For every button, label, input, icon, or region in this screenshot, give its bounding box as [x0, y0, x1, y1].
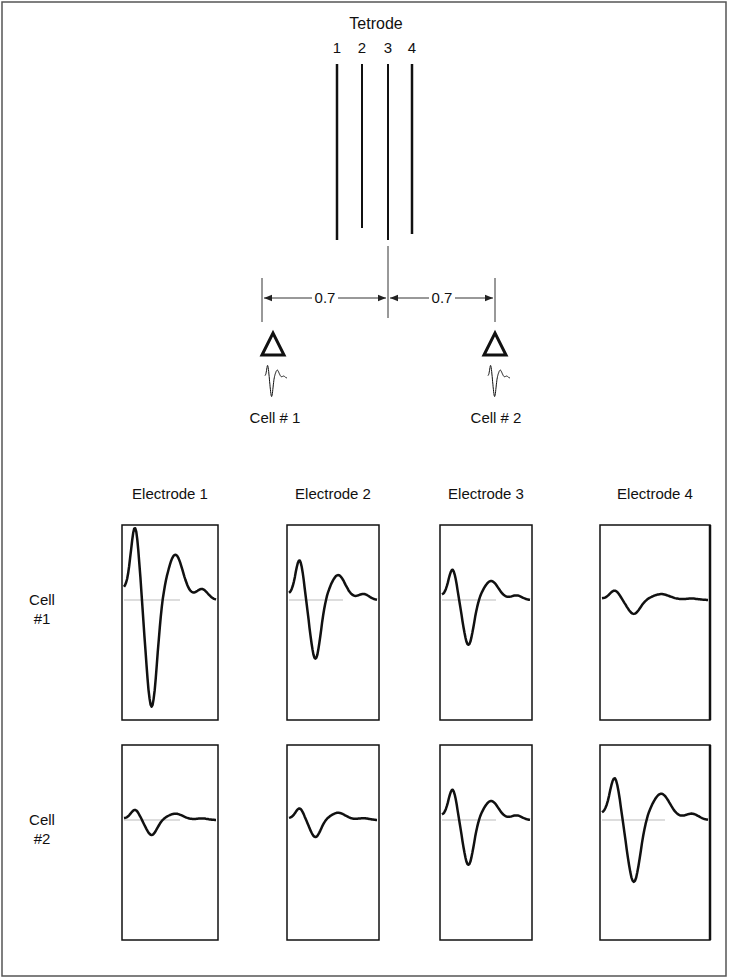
cell-label: Cell # 1 — [235, 409, 315, 428]
spike-trace — [265, 366, 287, 397]
dimension-label: 0.7 — [429, 289, 456, 308]
device-label: Tetrode — [326, 14, 426, 34]
row-label: Cell #1 — [20, 591, 64, 629]
waveform-boxes — [122, 525, 710, 940]
baseline — [124, 820, 180, 821]
spike-trace — [124, 810, 216, 835]
spike-trace — [289, 809, 377, 838]
spike-trace — [602, 591, 708, 614]
column-header: Electrode 3 — [446, 485, 526, 504]
wire-number: 2 — [352, 39, 372, 58]
spike-trace — [442, 790, 530, 865]
spike-trace — [442, 570, 530, 645]
spike-trace — [124, 528, 216, 707]
spike-trace — [602, 778, 708, 882]
cell-triangles — [262, 333, 506, 355]
spike-trace — [289, 561, 377, 659]
column-header: Electrode 1 — [130, 485, 210, 504]
baseline — [602, 820, 665, 821]
wire-number: 1 — [327, 39, 347, 58]
tetrode-wires — [337, 64, 412, 240]
box-edge-thick — [709, 525, 712, 940]
baseline — [124, 600, 180, 601]
wire-number: 4 — [402, 39, 422, 58]
row-label: Cell #2 — [20, 811, 64, 849]
baseline — [442, 600, 496, 601]
spike-trace — [488, 366, 510, 397]
dimension-lines — [262, 246, 495, 322]
column-header: Electrode 4 — [615, 485, 695, 504]
baseline — [442, 820, 496, 821]
wire-number: 3 — [378, 39, 398, 58]
cell-label: Cell # 2 — [456, 409, 536, 428]
spike-waveforms — [124, 366, 708, 882]
dimension-label: 0.7 — [312, 289, 339, 308]
column-header: Electrode 2 — [293, 485, 373, 504]
baseline — [289, 600, 343, 601]
